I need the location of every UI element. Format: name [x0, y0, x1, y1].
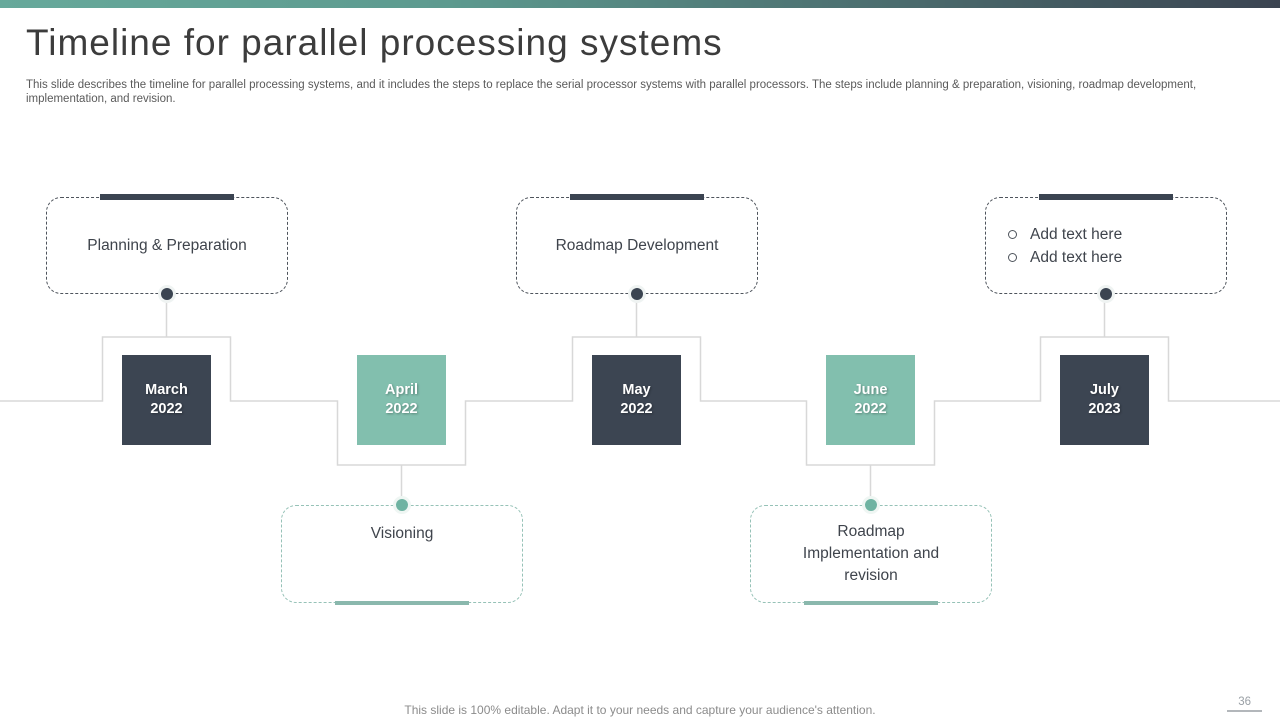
- callout-label: Planning & Preparation: [87, 236, 247, 254]
- callout-label: Roadmap Implementation and revision: [802, 523, 940, 584]
- milestone-year: 2023: [1088, 401, 1121, 417]
- page-number: 36: [1227, 696, 1262, 712]
- connector-dot: [161, 288, 173, 300]
- callout-label: Roadmap Development: [555, 236, 719, 254]
- milestone-year: 2022: [620, 401, 653, 417]
- callout-accent-bar: [570, 194, 704, 200]
- connector-dot: [1100, 288, 1112, 300]
- top-accent-bar: [0, 0, 1280, 8]
- callout-visioning: Visioning: [281, 499, 523, 605]
- milestone-year: 2022: [150, 401, 183, 417]
- milestone-june-2022: June 2022: [826, 355, 915, 445]
- callout-accent-bar: [335, 601, 469, 605]
- milestone-year: 2022: [385, 401, 418, 417]
- milestone-april-2022: April 2022: [357, 355, 446, 445]
- circle-bullet-icon: [1008, 253, 1017, 262]
- placeholder-text[interactable]: Add text here: [1030, 226, 1123, 243]
- callout-roadmap-development: Roadmap Development: [516, 194, 758, 300]
- placeholder-bullet-item[interactable]: Add text here: [1008, 246, 1216, 269]
- circle-bullet-icon: [1008, 230, 1017, 239]
- callout-accent-bar: [100, 194, 234, 200]
- slide-title: Timeline for parallel processing systems: [26, 22, 723, 63]
- placeholder-bullet-item[interactable]: Add text here: [1008, 223, 1216, 246]
- slide-description: This slide describes the timeline for pa…: [26, 79, 1197, 105]
- milestone-month: July: [1089, 382, 1119, 398]
- connector-dot: [396, 499, 408, 511]
- placeholder-text[interactable]: Add text here: [1030, 249, 1123, 266]
- connector-dot: [865, 499, 877, 511]
- placeholder-bullet-list: Add text here Add text here: [1008, 223, 1216, 269]
- milestone-month: May: [622, 382, 651, 398]
- milestone-year: 2022: [854, 401, 887, 417]
- callout-accent-bar: [1039, 194, 1173, 200]
- callout-accent-bar: [804, 601, 938, 605]
- milestone-month: March: [145, 382, 188, 398]
- milestone-month: June: [853, 382, 888, 398]
- footer-note: This slide is 100% editable. Adapt it to…: [404, 703, 876, 717]
- milestone-july-2023: July 2023: [1060, 355, 1149, 445]
- callout-text-placeholder: Add text here Add text here: [985, 194, 1227, 300]
- callout-roadmap-implementation: Roadmap Implementation and revision: [750, 499, 992, 605]
- milestone-may-2022: May 2022: [592, 355, 681, 445]
- callout-planning-preparation: Planning & Preparation: [46, 194, 288, 300]
- connector-dot: [631, 288, 643, 300]
- milestone-march-2022: March 2022: [122, 355, 211, 445]
- callout-label: Visioning: [370, 525, 434, 542]
- milestone-month: April: [384, 382, 419, 398]
